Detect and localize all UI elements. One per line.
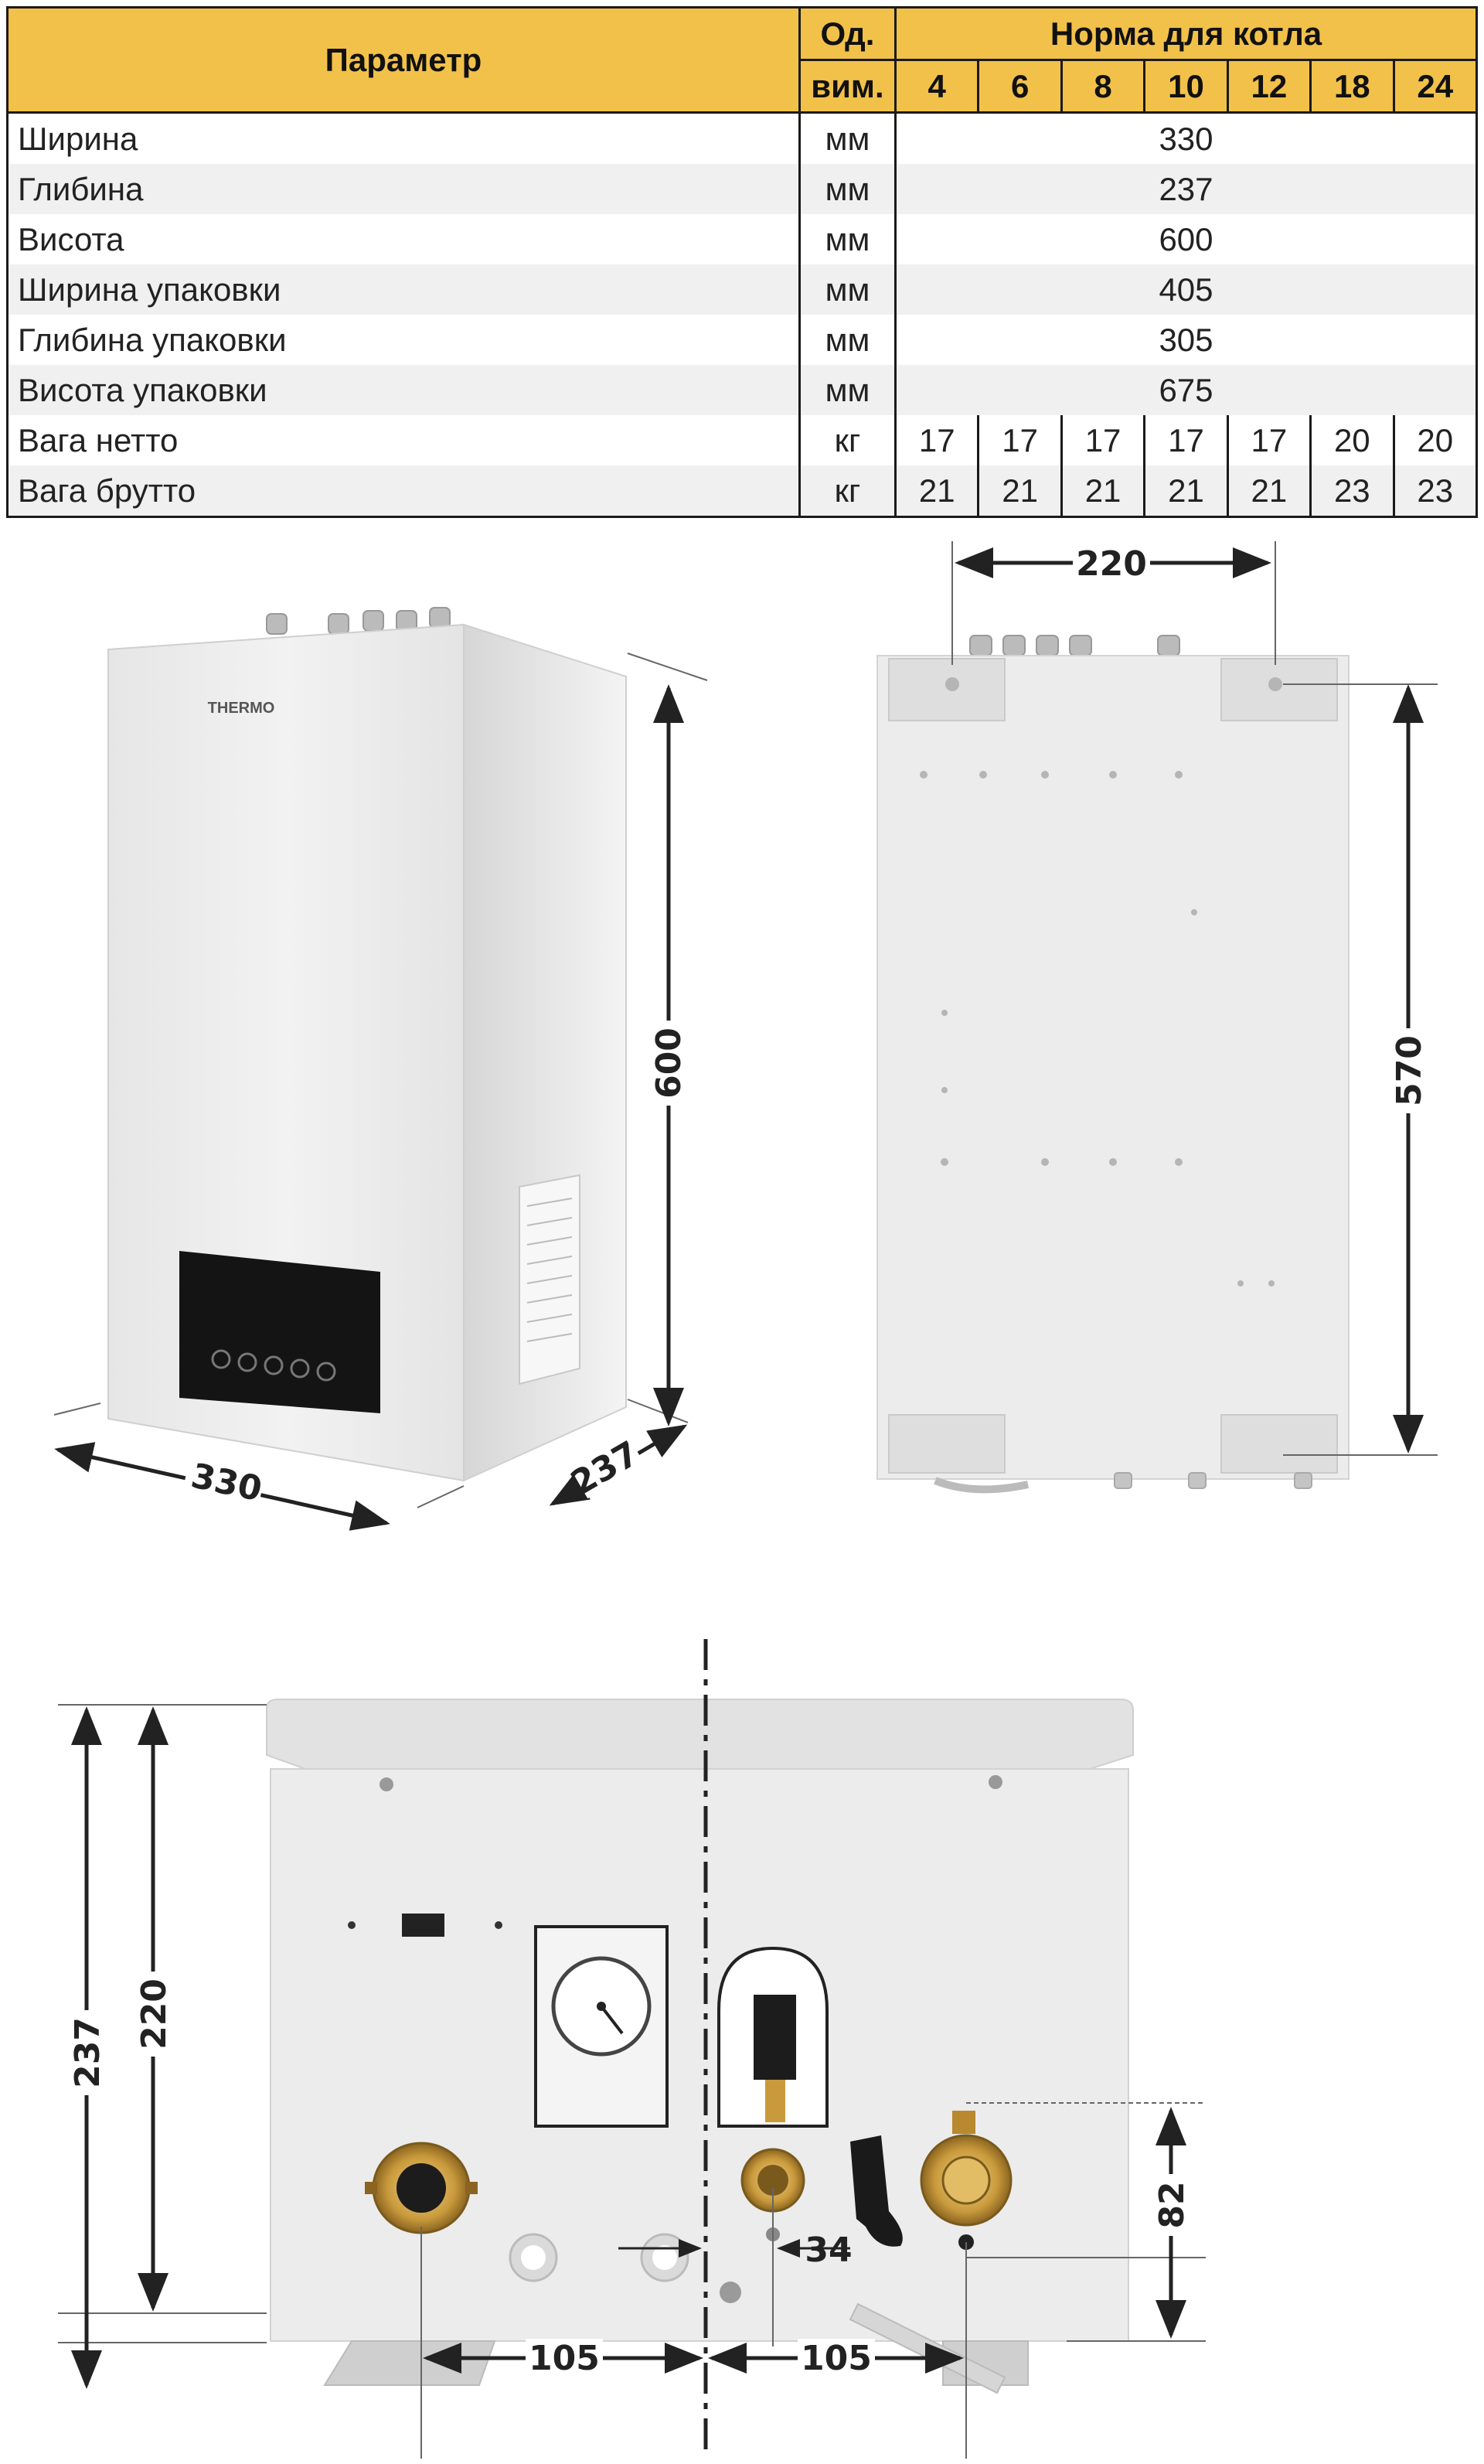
width-label: 330 <box>188 1456 265 1509</box>
row-value: 17 <box>1143 415 1229 465</box>
row-unit: кг <box>798 465 897 518</box>
table-row: Ширина упаковки мм 405 <box>6 264 1478 315</box>
table-row: Вага брутто кг 21 21 21 21 21 23 23 <box>6 465 1479 518</box>
header-param: Параметр <box>6 6 801 114</box>
drain-lever <box>850 2135 903 2247</box>
row-value: 17 <box>1060 415 1146 465</box>
bottom-view: 237 220 82 34 105 105 <box>58 1639 1206 2459</box>
bottom-height-label: 82 <box>1152 2181 1192 2228</box>
header-model: 12 <box>1226 59 1312 114</box>
mount-width-label: 220 <box>1076 544 1147 584</box>
table-row: Глибина упаковки мм 305 <box>6 315 1478 365</box>
row-name: Ширина <box>6 112 801 164</box>
row-unit: мм <box>798 214 897 264</box>
header-model: 24 <box>1392 59 1479 114</box>
row-unit: мм <box>798 164 897 214</box>
control-panel <box>179 1251 380 1413</box>
row-name: Вага нетто <box>6 415 801 465</box>
header-unit-line1: Од. <box>798 6 897 61</box>
row-unit: мм <box>798 264 897 315</box>
side-label <box>519 1174 580 1385</box>
front-boiler: THERMO <box>107 607 627 1482</box>
row-name: Висота упаковки <box>6 365 801 415</box>
row-name: Висота <box>6 214 801 264</box>
row-value: 17 <box>1226 415 1312 465</box>
bottom-mount-label: 220 <box>134 1978 174 2050</box>
front-back-views: THERMO <box>53 541 1438 1531</box>
row-value: 600 <box>894 214 1478 264</box>
pressure-gauge-icon <box>534 1925 669 2128</box>
outlet-connector <box>365 2142 478 2234</box>
inlet-connector <box>920 2111 1013 2250</box>
row-value: 675 <box>894 365 1478 415</box>
row-value: 20 <box>1392 415 1479 465</box>
row-unit: мм <box>798 112 897 164</box>
bottom-right-label: 105 <box>801 2339 872 2378</box>
row-name: Глибина упаковки <box>6 315 801 365</box>
spec-table: Параметр Од. Норма для котла вим. 4 6 8 … <box>6 6 1479 518</box>
header-norm: Норма для котла <box>894 6 1478 61</box>
row-value: 20 <box>1309 415 1395 465</box>
table-row: Висота мм 600 <box>6 214 1478 264</box>
header-model: 8 <box>1060 59 1146 114</box>
row-value: 21 <box>1226 465 1312 518</box>
row-value: 237 <box>894 164 1478 214</box>
row-value: 405 <box>894 264 1478 315</box>
bottom-left-label: 105 <box>529 2339 600 2378</box>
header-model: 4 <box>893 59 980 114</box>
header-model: 6 <box>977 59 1063 114</box>
header-model: 10 <box>1143 59 1229 114</box>
table-row: Глибина мм 237 <box>6 164 1478 214</box>
row-value: 21 <box>977 465 1063 518</box>
row-unit: мм <box>798 315 897 365</box>
row-value: 23 <box>1309 465 1395 518</box>
mount-height-label: 570 <box>1390 1035 1429 1106</box>
header-unit-line2: вим. <box>798 59 897 114</box>
table-row: Вага нетто кг 17 17 17 17 17 20 20 <box>6 415 1479 465</box>
bottom-dimensions: 237 220 82 34 105 105 <box>58 1704 1206 2459</box>
bottom-offset-label: 34 <box>805 2231 852 2270</box>
header-model: 18 <box>1309 59 1395 114</box>
top-connectors <box>266 607 451 635</box>
table-row: Ширина мм 330 <box>6 112 1478 164</box>
row-value: 21 <box>1060 465 1146 518</box>
row-value: 330 <box>894 112 1478 164</box>
back-dimensions: 220 570 <box>951 541 1438 1456</box>
row-unit: мм <box>798 365 897 415</box>
row-value: 21 <box>1143 465 1229 518</box>
safety-valve <box>717 1946 829 2128</box>
row-value: 21 <box>893 465 980 518</box>
height-label: 600 <box>649 1028 689 1099</box>
brand-logo: THERMO <box>208 700 275 717</box>
cable-grommets <box>509 2233 741 2303</box>
center-connector <box>740 2148 805 2241</box>
row-value: 17 <box>893 415 980 465</box>
table-row: Висота упаковки мм 675 <box>6 365 1478 415</box>
back-boiler <box>876 635 1350 1494</box>
row-unit: кг <box>798 415 897 465</box>
row-name: Вага брутто <box>6 465 801 518</box>
bottom-depth-label: 237 <box>68 2017 107 2088</box>
row-name: Глибина <box>6 164 801 214</box>
bottom-boiler <box>266 1699 1134 2394</box>
row-value: 305 <box>894 315 1478 365</box>
control-buttons <box>211 1349 336 1382</box>
row-name: Ширина упаковки <box>6 264 801 315</box>
row-value: 23 <box>1392 465 1479 518</box>
row-value: 17 <box>977 415 1063 465</box>
back-top-connectors <box>969 635 1180 656</box>
